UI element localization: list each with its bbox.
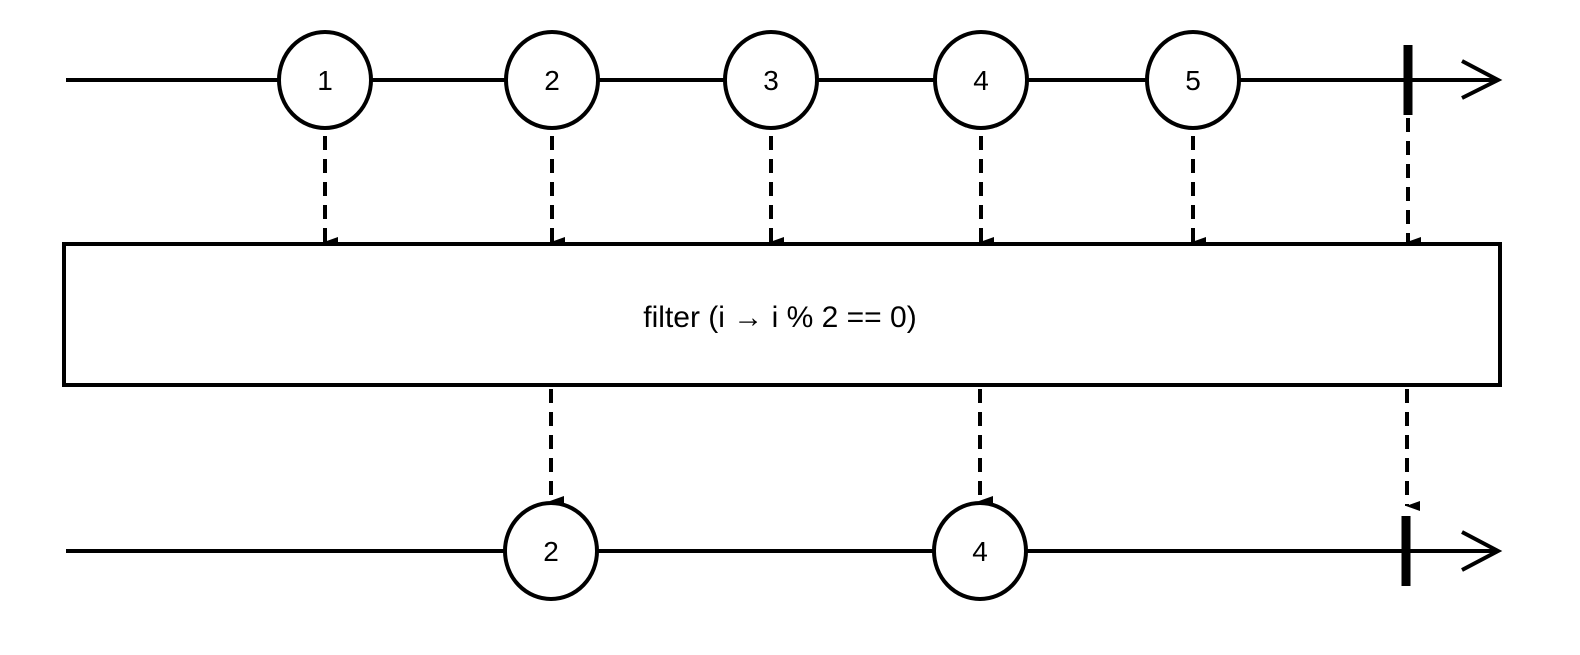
- input-marble-circle: [277, 30, 373, 130]
- output-marble-label: 4: [972, 536, 988, 567]
- input-marble-label: 5: [1185, 65, 1201, 96]
- input-marble-label: 2: [544, 65, 560, 96]
- operator-label: filter (i → i % 2 == 0): [643, 301, 916, 334]
- input-marble-label: 1: [317, 65, 333, 96]
- input-marble-label: 3: [763, 65, 779, 96]
- output-marble-circle: [503, 501, 599, 601]
- input-marble-label: 4: [973, 65, 989, 96]
- input-marble: 5: [1145, 30, 1241, 130]
- input-marble-circle: [1145, 30, 1241, 130]
- input-timeline: 1 2 3 4 5: [66, 30, 1503, 130]
- input-marble: 3: [723, 30, 819, 130]
- output-marble: 4: [932, 501, 1028, 601]
- input-arrows: [323, 118, 1421, 247]
- input-marble-circle: [723, 30, 819, 130]
- input-marble-circle: [933, 30, 1029, 130]
- input-marble: 1: [277, 30, 373, 130]
- operator-rect: [62, 242, 1502, 387]
- input-timeline-arrowhead-icon: [1461, 59, 1503, 100]
- output-marble-label: 2: [543, 536, 559, 567]
- output-timeline-arrowhead-icon: [1461, 530, 1503, 572]
- input-marble-circle: [504, 30, 600, 130]
- operator-box: filter (i → i % 2 == 0): [62, 242, 1502, 387]
- output-arrows: [549, 389, 1420, 511]
- input-marble: 2: [504, 30, 600, 130]
- output-marble-circle: [932, 501, 1028, 601]
- input-marble: 4: [933, 30, 1029, 130]
- output-marble: 2: [503, 501, 599, 601]
